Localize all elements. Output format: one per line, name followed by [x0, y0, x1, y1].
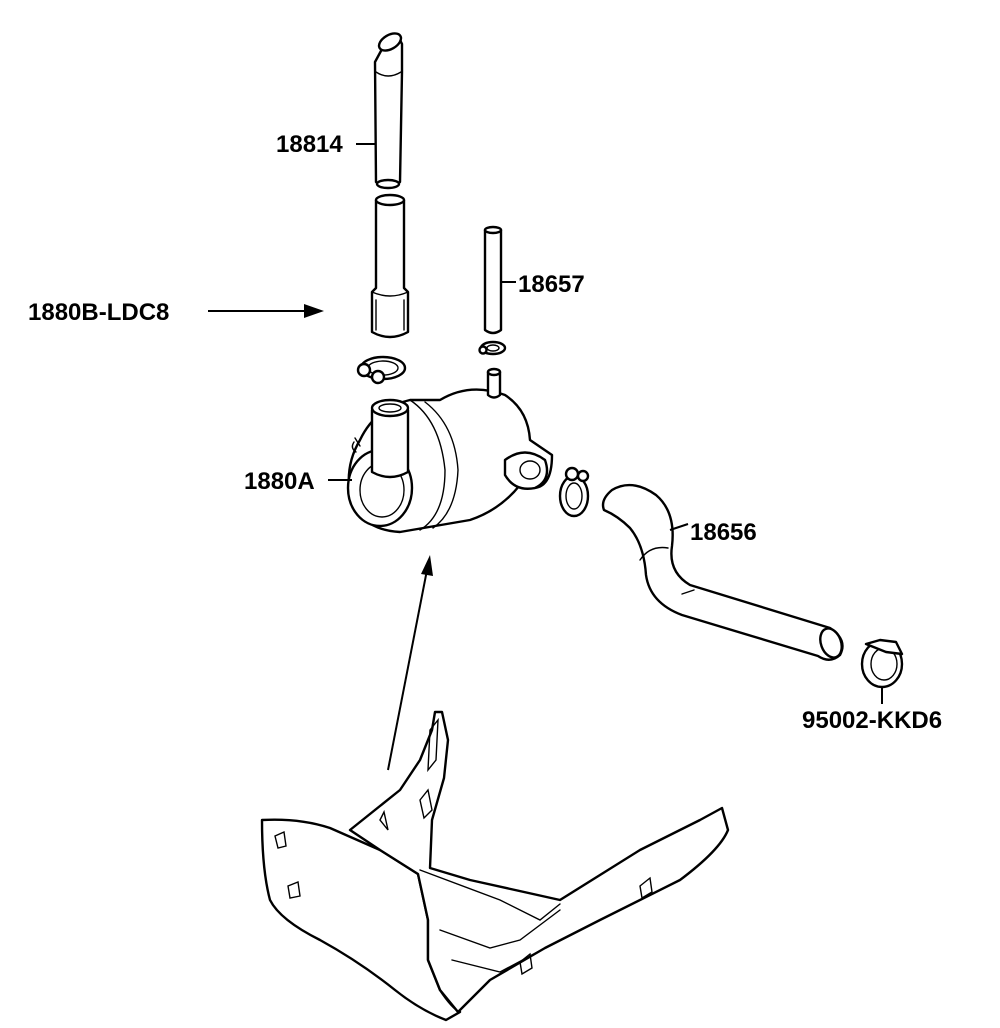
hose-18656: [601, 483, 844, 661]
tube-18657: [483, 225, 503, 335]
label-1880A: 1880A: [244, 468, 315, 495]
label-18657: 18657: [518, 271, 585, 298]
clip-ring-small: [478, 340, 507, 356]
tube-18814-lower: [370, 193, 410, 339]
clip-ring-right: [558, 466, 590, 518]
hose-clamp-95002: [860, 638, 904, 689]
clip-ring-left: [356, 355, 407, 385]
leader-lines: [208, 143, 883, 704]
under-cover-panel: [260, 710, 730, 1022]
label-18814: 18814: [276, 131, 343, 158]
label-18656: 18656: [690, 519, 757, 546]
canister-1880A: [346, 367, 554, 534]
assembly-arrow: [387, 555, 433, 771]
tube-18814: [373, 32, 404, 190]
label-1880B-LDC8: 1880B-LDC8: [28, 299, 169, 326]
label-95002-KKD6: 95002-KKD6: [802, 707, 942, 734]
